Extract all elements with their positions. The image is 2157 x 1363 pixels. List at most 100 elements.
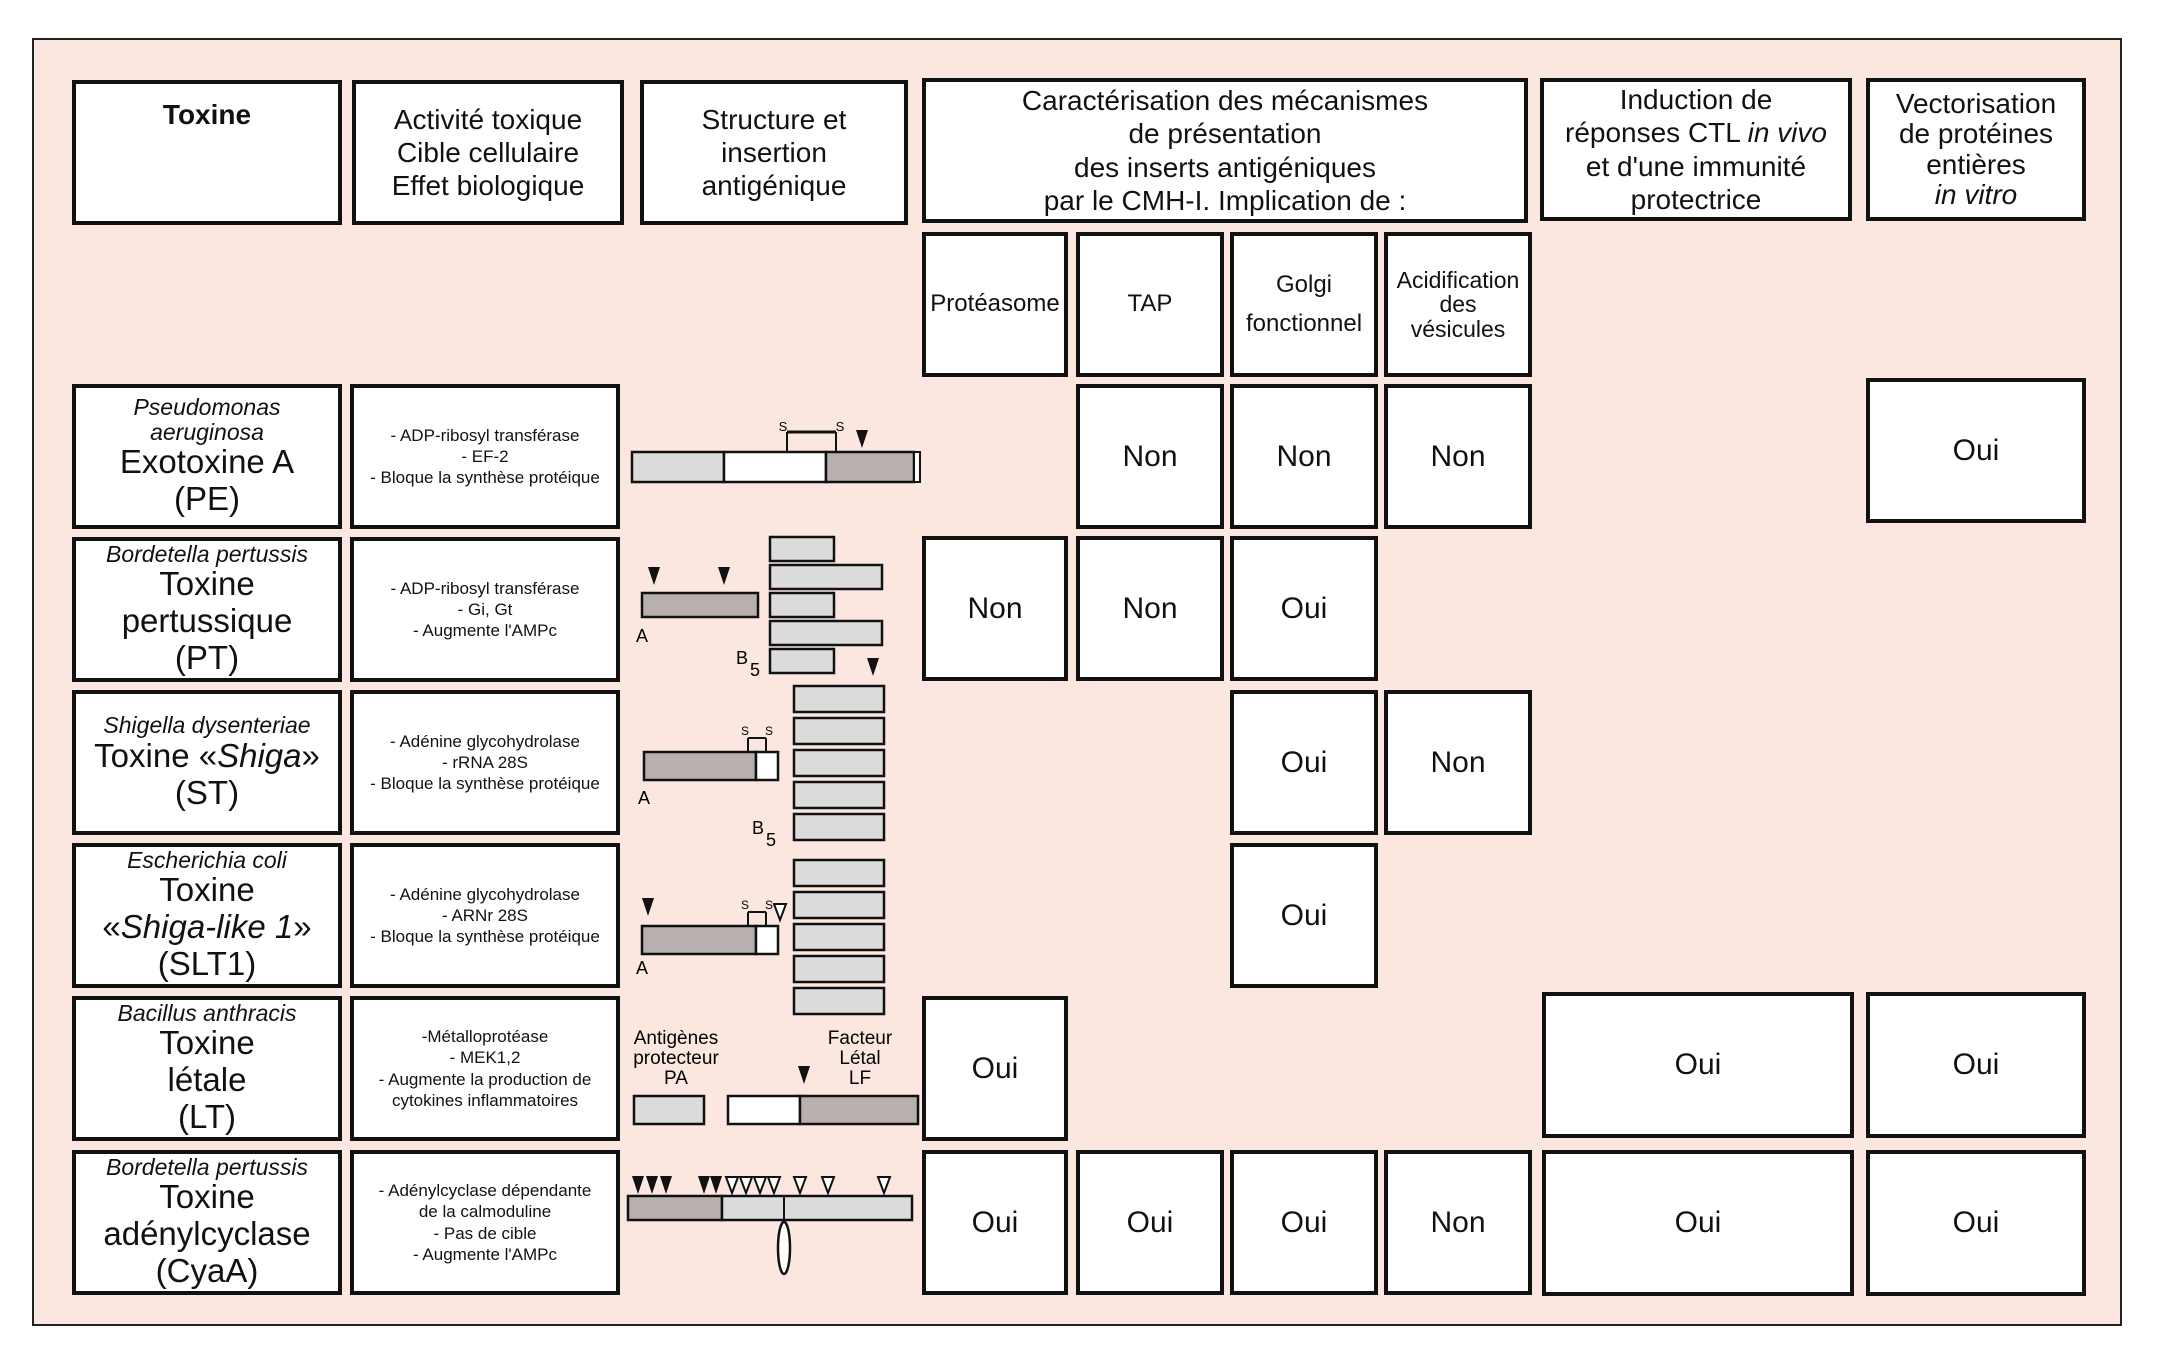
cell-value: Non — [1122, 439, 1178, 473]
insertion-marker-icon — [798, 1066, 810, 1084]
cell-cyaa-tap: Oui — [1076, 1150, 1224, 1295]
pt-a-label: A — [636, 626, 648, 646]
insertion-marker-icon — [632, 1176, 644, 1194]
cell-cyaa-acidification: Non — [1384, 1150, 1532, 1295]
species-label: Pseudomonas aeruginosa — [133, 394, 281, 445]
activity-line: - Adénine glycohydrolase — [390, 884, 580, 904]
cyaa-domain-1 — [626, 1194, 724, 1222]
activity-line: - Adénine glycohydrolase — [390, 731, 580, 751]
toxin-label: adénylcyclase — [103, 1215, 311, 1253]
insertion-marker-icon — [867, 658, 879, 676]
slt1-a-subunit — [640, 924, 758, 956]
header-line: Induction de — [1619, 84, 1773, 116]
slt1-s-label: S — [741, 898, 749, 912]
activity-lt: -Métalloprotéase - MEK1,2 - Augmente la … — [350, 996, 620, 1141]
subheader-label: des — [1439, 291, 1477, 318]
activity-line: - ADP-ribosyl transférase — [390, 578, 580, 598]
pe-s-label: S — [836, 419, 845, 434]
header-induction: Induction de réponses CTL in vivo et d'u… — [1540, 78, 1852, 221]
toxin-name-cyaa: Bordetella pertussis Toxine adénylcyclas… — [72, 1150, 342, 1295]
insertion-marker-open-icon — [739, 1176, 753, 1194]
cell-pe-golgi: Non — [1230, 384, 1378, 529]
insertion-marker-open-icon — [793, 1176, 807, 1194]
insertion-marker-icon — [698, 1176, 710, 1194]
cell-st-golgi: Oui — [1230, 690, 1378, 835]
cell-value: Non — [1276, 439, 1332, 473]
header-line: Effet biologique — [391, 170, 585, 202]
toxin-label: Toxine — [159, 565, 255, 603]
cyaa-domain-2 — [720, 1194, 914, 1222]
header-caracterisation: Caractérisation des mécanismes de présen… — [922, 78, 1528, 223]
lt-lf-label: Facteur — [828, 1028, 893, 1049]
lt-pa-label: PA — [664, 1068, 688, 1089]
subheader-label: Golgi — [1275, 271, 1333, 299]
activity-st: - Adénine glycohydrolase - rRNA 28S - Bl… — [350, 690, 620, 835]
lt-lf-label: Létal — [839, 1048, 880, 1069]
cell-value: Oui — [1674, 1206, 1722, 1240]
cell-lt-proteasome: Oui — [922, 996, 1068, 1141]
header-line-text: réponses CTL in vivo — [1565, 117, 1827, 149]
lt-lf-label: LF — [849, 1068, 871, 1089]
lt-pa-domain — [632, 1094, 706, 1126]
slt1-s-label: S — [765, 898, 773, 912]
st-b-subscript: 5 — [766, 830, 776, 850]
pe-structure: S S — [630, 419, 921, 484]
subheader-acidification: Acidification des vésicules — [1384, 232, 1532, 377]
st-b-subunit — [792, 748, 886, 778]
toxin-label-text: Toxine «Shiga» — [94, 736, 320, 774]
header-line: antigénique — [701, 170, 847, 202]
header-line: Activité toxique — [393, 103, 583, 135]
st-a2-fragment — [754, 750, 780, 782]
cell-st-acidification: Non — [1384, 690, 1532, 835]
header-line: Vectorisation — [1895, 88, 2057, 120]
st-s-label: S — [765, 724, 773, 738]
slt1-b-subunit — [792, 858, 886, 888]
header-line: de protéines — [1898, 118, 2054, 150]
header-line: réponses CTL in vivo — [1565, 116, 1827, 149]
pe-domain-1 — [630, 450, 726, 484]
cell-pt-golgi: Oui — [1230, 536, 1378, 681]
st-b-subunit — [792, 716, 886, 746]
activity-line: de la calmoduline — [418, 1202, 552, 1222]
st-a-subunit — [642, 750, 758, 782]
activity-line: -Métalloprotéase — [421, 1027, 549, 1046]
lt-pa-label: protecteur — [633, 1048, 719, 1069]
cell-value: Non — [1430, 439, 1486, 473]
italic-fragment: Shiga — [217, 736, 302, 774]
insertion-marker-open-icon — [821, 1176, 835, 1194]
toxin-label: Toxine — [159, 1024, 255, 1062]
activity-line: - Adénylcyclase dépendante — [378, 1181, 592, 1200]
header-line: par le CMH-I. Implication de : — [1043, 184, 1407, 216]
toxin-name-slt1: Escherichia coli Toxine «Shiga-like 1» (… — [72, 843, 342, 988]
slt1-structure: S S A — [636, 858, 886, 1016]
slt1-b-subunit — [792, 986, 886, 1016]
cell-cyaa-vectorisation: Oui — [1866, 1150, 2086, 1296]
pe-s-label: S — [779, 419, 788, 434]
activity-line: - ADP-ribosyl transférase — [390, 425, 580, 445]
cell-value: Oui — [1280, 591, 1328, 625]
cell-pt-tap: Non — [1076, 536, 1224, 681]
header-structure: Structure et insertion antigénique — [640, 80, 908, 225]
header-line: et d'une immunité — [1585, 150, 1807, 182]
st-b-subunit — [792, 684, 886, 714]
insertion-marker-icon — [856, 430, 868, 448]
cyaa-membrane-segment — [776, 1220, 792, 1276]
header-toxine-label: Toxine — [162, 99, 252, 130]
toxin-abbrev: (ST) — [174, 773, 240, 811]
cyaa-structure — [626, 1176, 914, 1276]
activity-line: - Bloque la synthèse protéique — [370, 468, 600, 488]
slt1-a-label: A — [636, 958, 648, 978]
cell-cyaa-induction: Oui — [1542, 1150, 1854, 1296]
species-label: Bordetella pertussis — [106, 541, 308, 567]
activity-line: - Gi, Gt — [457, 599, 513, 619]
cell-value: Oui — [1674, 1048, 1722, 1082]
species-label: Bacillus anthracis — [117, 1000, 297, 1026]
insertion-marker-icon — [710, 1176, 722, 1194]
cell-value: Oui — [971, 1205, 1019, 1239]
subheader-label: Acidification — [1396, 267, 1520, 294]
insertion-marker-open-icon — [877, 1176, 891, 1194]
st-structure: S S A B 5 — [638, 658, 886, 850]
subheader-proteasome: Protéasome — [922, 232, 1068, 377]
pt-b-subunit — [768, 563, 884, 591]
